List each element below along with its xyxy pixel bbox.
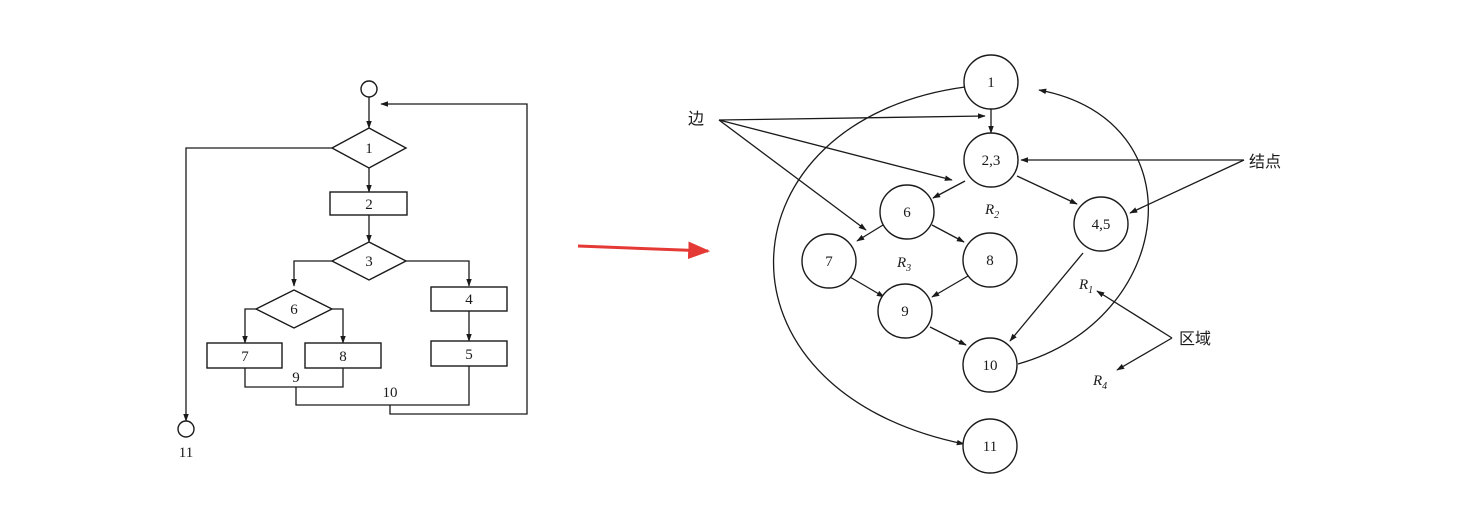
flowgraph-edge-8-9: [931, 275, 969, 298]
flowgraph-edge-7-9: [849, 276, 885, 298]
flowgraph-node-label: 11: [983, 439, 997, 455]
flowgraph-node-label: 9: [901, 304, 909, 320]
flowgraph-node-label: 8: [986, 253, 994, 269]
flowchart: 1 11 2 3 6 7 8 4 5: [177, 80, 528, 461]
annotation-pointer: [718, 113, 986, 121]
flowgraph-node-23: [963, 132, 1019, 188]
flowchart-merge-9: [244, 368, 344, 388]
flowchart-node-label: 4: [465, 292, 473, 308]
flowchart-merge-10: [295, 366, 470, 406]
flowchart-merge-label: 9: [292, 370, 300, 386]
flowgraph-node-1: [963, 54, 1019, 110]
flowchart-process-5: [430, 340, 508, 367]
flowgraph-edge-1-11: [772, 86, 966, 446]
flowchart-node-label: 7: [241, 349, 249, 365]
region-label-r1: R1: [1078, 277, 1093, 296]
annotation-pointer: [718, 119, 867, 231]
annotation-region-label: 区域: [1179, 329, 1211, 348]
flowchart-process-4: [430, 286, 508, 312]
flowchart-end-label: 11: [179, 445, 193, 461]
flowgraph-edge-9-10: [929, 326, 967, 346]
flowchart-node-label: 3: [365, 254, 373, 270]
flowchart-edge: [291, 260, 332, 287]
flowgraph-edge-6-8: [931, 224, 965, 243]
flowchart-edge: [406, 260, 472, 287]
flowchart-start-terminal: [360, 80, 378, 98]
flowgraph-node-label: 7: [825, 254, 833, 270]
flowgraph-edge-45-10: [1009, 252, 1084, 342]
flowgraph-edge-6-7: [856, 224, 884, 242]
flowchart-node-label: 5: [465, 347, 473, 363]
region-label-r3: R3: [896, 255, 911, 274]
annotation-pointer: [1129, 159, 1245, 214]
flowchart-process-8: [304, 342, 382, 369]
annotation-pointer: [1116, 337, 1173, 371]
flowgraph-node-45: [1073, 196, 1129, 252]
flowgraph-edge-23-6: [932, 180, 966, 199]
flowchart-edge-exit: [183, 147, 332, 422]
region-label-r2: R2: [984, 202, 999, 221]
flowgraph-node-7: [801, 233, 857, 289]
flowchart-edge: [332, 308, 346, 344]
region-label-r4: R4: [1092, 373, 1107, 392]
flowgraph-node-label: 10: [983, 358, 998, 374]
flowgraph-edge-23-45: [1016, 175, 1078, 205]
annotation-edge-label: 边: [688, 109, 704, 128]
flowgraph-node-label: 1: [987, 75, 995, 91]
flowchart-node-label: 6: [290, 302, 298, 318]
flowchart-node-label: 1: [365, 141, 373, 157]
flowchart-node-label: 2: [365, 197, 373, 213]
flowgraph-node-9: [877, 283, 933, 339]
flowchart-node-label: 8: [339, 349, 347, 365]
flowchart-decision-3: [330, 241, 408, 281]
flowchart-decision-6: [254, 289, 334, 329]
flowchart-merge-label: 10: [383, 385, 398, 401]
annotation-node-label: 结点: [1249, 152, 1281, 171]
flowchart-loop-back: [380, 101, 528, 415]
flowgraph-node-label: 6: [903, 205, 911, 221]
flowgraph-node-11: [962, 418, 1018, 474]
flowgraph-node-6: [879, 184, 935, 240]
annotation-pointer: [1096, 290, 1173, 339]
flowgraph: 1 2,3 4,5 6 7 8 9 10 11 R2 R3 R1 R4 边 结点…: [688, 54, 1281, 474]
flowgraph-node-10: [962, 337, 1018, 393]
flowgraph-edge-10-1: [1017, 88, 1149, 365]
flowgraph-node-8: [962, 232, 1018, 288]
flowchart-end-terminal: [177, 420, 195, 438]
transform-arrow-icon: [577, 241, 711, 260]
flowchart-edge: [242, 308, 256, 344]
annotation-pointer: [718, 119, 953, 181]
flowgraph-node-label: 4,5: [1092, 217, 1111, 233]
flowgraph-node-label: 2,3: [982, 153, 1001, 169]
